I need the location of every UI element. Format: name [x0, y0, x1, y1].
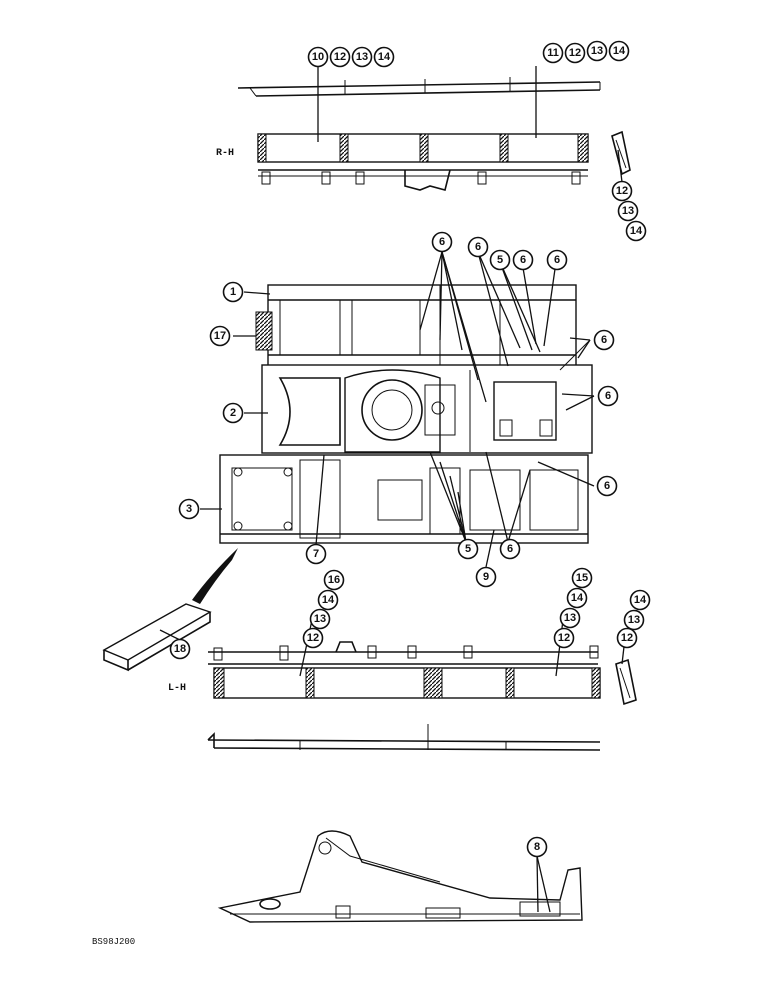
svg-text:18: 18 — [174, 643, 186, 655]
svg-text:1: 1 — [230, 286, 236, 298]
callout-10: 10 — [307, 46, 329, 68]
svg-text:13: 13 — [564, 612, 576, 624]
callout-18: 18 — [169, 638, 191, 660]
svg-text:6: 6 — [475, 241, 481, 253]
callout-13: 13 — [309, 608, 331, 630]
callout-6: 6 — [597, 385, 619, 407]
svg-text:6: 6 — [520, 254, 526, 266]
svg-text:10: 10 — [312, 51, 324, 63]
callout-1: 1 — [222, 281, 244, 303]
callout-13: 13 — [623, 609, 645, 631]
svg-text:14: 14 — [378, 51, 391, 63]
side-frame-profile — [217, 830, 583, 923]
svg-text:2: 2 — [230, 407, 236, 419]
svg-text:6: 6 — [601, 334, 607, 346]
lh-end-cap — [615, 658, 637, 706]
lh-side-panels — [208, 641, 601, 699]
svg-text:3: 3 — [186, 503, 192, 515]
svg-text:12: 12 — [569, 47, 581, 59]
callout-13: 13 — [559, 607, 581, 629]
svg-text:7: 7 — [313, 548, 319, 560]
callout-2: 2 — [222, 402, 244, 424]
svg-text:12: 12 — [616, 185, 628, 197]
svg-text:14: 14 — [322, 594, 335, 606]
svg-text:11: 11 — [547, 47, 559, 59]
callout-6: 6 — [499, 538, 521, 560]
callout-14: 14 — [566, 587, 588, 609]
callout-6: 6 — [596, 475, 618, 497]
callout-16: 16 — [323, 569, 345, 591]
svg-text:13: 13 — [356, 51, 368, 63]
svg-text:14: 14 — [613, 45, 626, 57]
svg-text:16: 16 — [328, 574, 340, 586]
figure-code: BS98J200 — [92, 937, 135, 947]
callout-11: 11 — [542, 42, 564, 64]
callout-12: 12 — [611, 180, 633, 202]
callout-7: 7 — [305, 543, 327, 565]
lh-lower-rail — [207, 724, 601, 751]
svg-text:14: 14 — [571, 592, 584, 604]
svg-text:12: 12 — [621, 632, 633, 644]
callout-17: 17 — [209, 325, 231, 347]
callout-6: 6 — [512, 249, 534, 271]
svg-text:13: 13 — [628, 614, 640, 626]
svg-text:14: 14 — [634, 594, 647, 606]
callout-13: 13 — [586, 40, 608, 62]
callout-6: 6 — [467, 236, 489, 258]
svg-text:5: 5 — [465, 543, 471, 555]
callout-3: 3 — [178, 498, 200, 520]
svg-text:6: 6 — [439, 236, 445, 248]
svg-text:6: 6 — [554, 254, 560, 266]
svg-text:6: 6 — [605, 390, 611, 402]
svg-text:13: 13 — [591, 45, 603, 57]
rh-side-panels — [257, 133, 589, 191]
svg-text:6: 6 — [604, 480, 610, 492]
callout-5: 5 — [489, 249, 511, 271]
callout-9: 9 — [475, 566, 497, 588]
main-frame — [219, 284, 593, 544]
rh-side-label: R-H — [216, 148, 234, 159]
svg-text:8: 8 — [534, 841, 540, 853]
callout-5: 5 — [457, 538, 479, 560]
callout-12: 12 — [564, 42, 586, 64]
angle-piece — [102, 548, 238, 672]
svg-text:15: 15 — [576, 572, 588, 584]
callout-6: 6 — [431, 231, 453, 253]
svg-text:12: 12 — [334, 51, 346, 63]
callout-12: 12 — [302, 627, 324, 649]
callout-6: 6 — [593, 329, 615, 351]
callout-14: 14 — [629, 589, 651, 611]
svg-text:13: 13 — [622, 205, 634, 217]
svg-text:12: 12 — [558, 632, 570, 644]
callout-14: 14 — [625, 220, 647, 242]
callout-14: 14 — [608, 40, 630, 62]
callout-15: 15 — [571, 567, 593, 589]
callout-6: 6 — [546, 249, 568, 271]
leader-lines — [159, 66, 626, 913]
callout-14: 14 — [317, 589, 339, 611]
callout-8: 8 — [526, 836, 548, 858]
lh-side-label: L-H — [168, 683, 186, 694]
svg-text:9: 9 — [483, 571, 489, 583]
svg-text:12: 12 — [307, 632, 319, 644]
callout-13: 13 — [617, 200, 639, 222]
callout-12: 12 — [616, 627, 638, 649]
callout-14: 14 — [373, 46, 395, 68]
callout-12: 12 — [553, 627, 575, 649]
svg-text:5: 5 — [497, 254, 503, 266]
callout-13: 13 — [351, 46, 373, 68]
callout-12: 12 — [329, 46, 351, 68]
svg-text:6: 6 — [507, 543, 513, 555]
svg-text:14: 14 — [630, 225, 643, 237]
rh-upper-rail — [237, 77, 601, 97]
rh-end-cap — [611, 130, 631, 176]
svg-text:17: 17 — [214, 330, 226, 342]
svg-text:13: 13 — [314, 613, 326, 625]
